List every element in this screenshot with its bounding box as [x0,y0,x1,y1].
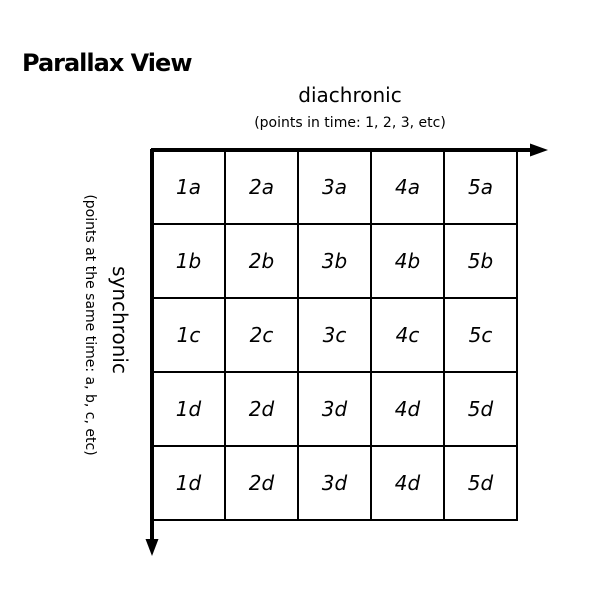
grid-cell: 4d [370,445,443,519]
grid-cell: 1a [151,149,224,223]
x-axis-label: diachronic [298,83,402,107]
grid-cell: 3a [297,149,370,223]
grid-cell: 4c [370,297,443,371]
grid-cell: 2d [224,371,297,445]
grid-cell: 3c [297,297,370,371]
y-axis-label: synchronic [108,266,132,374]
y-axis-sublabel: (points at the same time: a, b, c, etc) [82,194,98,456]
grid-cell: 5a [443,149,516,223]
grid-cell: 5d [443,445,516,519]
x-axis-arrowhead [530,143,548,157]
grid-cell: 5b [443,223,516,297]
grid-cell: 5c [443,297,516,371]
grid-cell: 2d [224,445,297,519]
grid-cell: 2b [224,223,297,297]
grid-cell: 5d [443,371,516,445]
grid-cell: 4d [370,371,443,445]
grid-cell: 4b [370,223,443,297]
grid-cell: 3d [297,371,370,445]
grid-cell: 1b [151,223,224,297]
grid-cell: 3d [297,445,370,519]
diagram-title: Parallax View [22,49,192,77]
grid-cell: 2c [224,297,297,371]
grid-cell: 1c [151,297,224,371]
grid-cell: 2a [224,149,297,223]
x-axis-sublabel: (points in time: 1, 2, 3, etc) [254,115,446,131]
parallax-grid: 1a 2a 3a 4a 5a 1b 2b 3b 4b 5b 1c 2c 3c 4… [151,149,518,521]
grid-cell: 4a [370,149,443,223]
grid-cell: 1d [151,371,224,445]
grid-cell: 1d [151,445,224,519]
y-axis-arrowhead [145,539,159,556]
grid-cell: 3b [297,223,370,297]
